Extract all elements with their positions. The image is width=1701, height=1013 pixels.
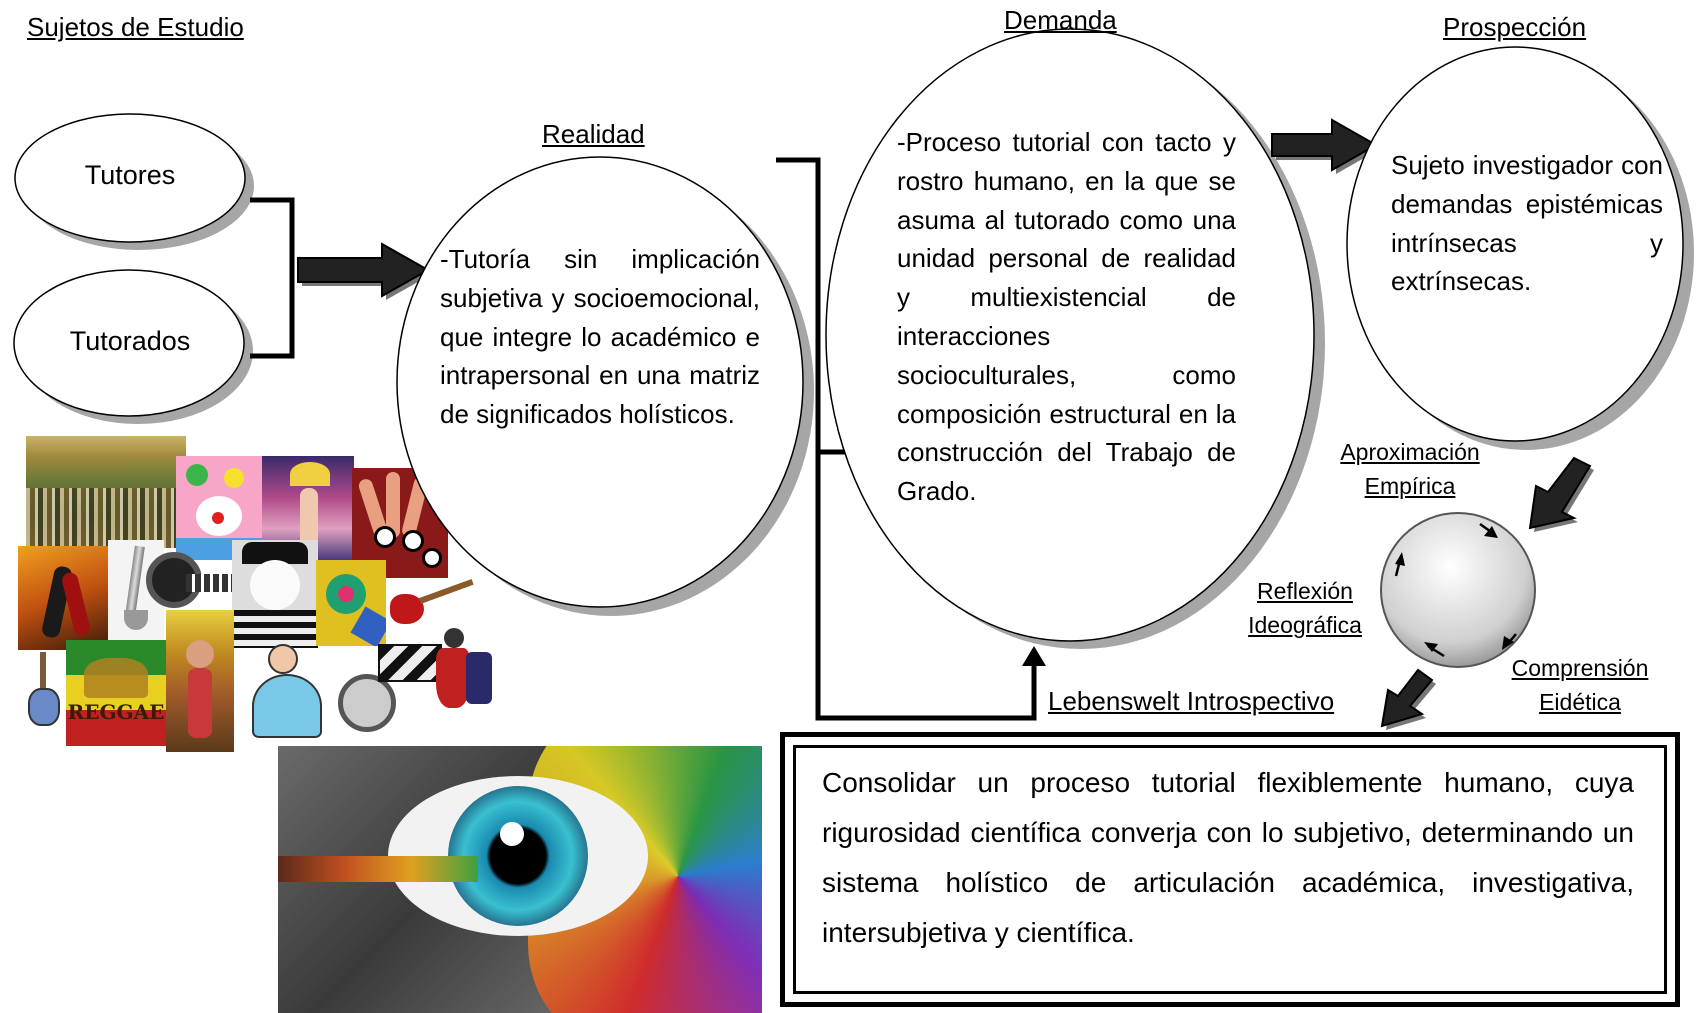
bass-guitar-image (24, 652, 66, 730)
tutorados-text: Tutorados (69, 326, 191, 356)
subjects-bracket (250, 197, 295, 359)
reflexion-line-1: Reflexión (1257, 578, 1353, 604)
film-reel-image (146, 552, 236, 616)
reggae-poster-label: REGGAE (67, 700, 165, 724)
demanda-ellipse (825, 28, 1315, 642)
comprension-line-1: Comprensión (1511, 655, 1649, 681)
lebenswelt-label: Lebenswelt Introspectivo (1048, 686, 1335, 716)
eye-artwork (278, 746, 762, 1013)
prospeccion-ellipse (1346, 46, 1684, 442)
tango-dancers-photo (18, 546, 110, 650)
arrow-to-conclusion (1380, 668, 1436, 730)
folk-dancers-illustration (430, 622, 496, 734)
heading-prospeccion: Prospección (1443, 12, 1587, 42)
reggae-poster: REGGAE (66, 640, 166, 746)
tutorados-ellipse (13, 269, 245, 417)
reflexion-line-2: Ideográfica (1248, 612, 1362, 638)
arrow-to-prospeccion (1271, 118, 1380, 174)
aproximacion-line-1: Aproximación (1340, 439, 1480, 465)
electric-guitar-image (384, 568, 480, 632)
conclusion-text: Consolidar un proceso tutorial flexiblem… (822, 767, 1634, 948)
comprension-line-2: Eidética (1539, 689, 1621, 715)
prospeccion-text: Sujeto investigador con demandas epistém… (1391, 150, 1663, 297)
realidad-text: -Tutoría sin implicación subjetiva y soc… (440, 244, 760, 430)
arrow-to-cycle (1528, 456, 1594, 532)
demanda-text: -Proceso tutorial con tacto y rostro hum… (897, 127, 1236, 507)
dancing-woman-illustration (234, 640, 344, 742)
comprension-eidetica-label: Comprensión Eidética (1495, 651, 1665, 719)
carnival-costume-photo (166, 610, 234, 752)
cycle-arrows (1394, 522, 1517, 658)
cycle-circle (1380, 512, 1536, 668)
tutores-ellipse (14, 113, 246, 243)
crowd-photo (26, 436, 186, 548)
heading-realidad: Realidad (542, 119, 645, 149)
aproximacion-empirica-label: Aproximación Empírica (1330, 435, 1490, 503)
arrow-to-realidad (297, 242, 432, 300)
feedback-line (776, 157, 1037, 721)
realidad-ellipse (396, 156, 804, 608)
conclusion-inner-border: Consolidar un proceso tutorial flexiblem… (793, 745, 1667, 994)
colorful-art-image (316, 560, 386, 646)
mime-photo (232, 540, 318, 648)
tutores-text: Tutores (84, 160, 176, 190)
conclusion-box: Consolidar un proceso tutorial flexiblem… (780, 732, 1680, 1007)
reflexion-ideografica-label: Reflexión Ideográfica (1230, 574, 1380, 642)
feedback-arrowhead (1022, 646, 1046, 666)
movie-camera-image (338, 640, 448, 736)
heading-demanda: Demanda (1004, 5, 1117, 35)
heading-sujetos: Sujetos de Estudio (27, 12, 244, 42)
aproximacion-line-2: Empírica (1364, 473, 1456, 499)
